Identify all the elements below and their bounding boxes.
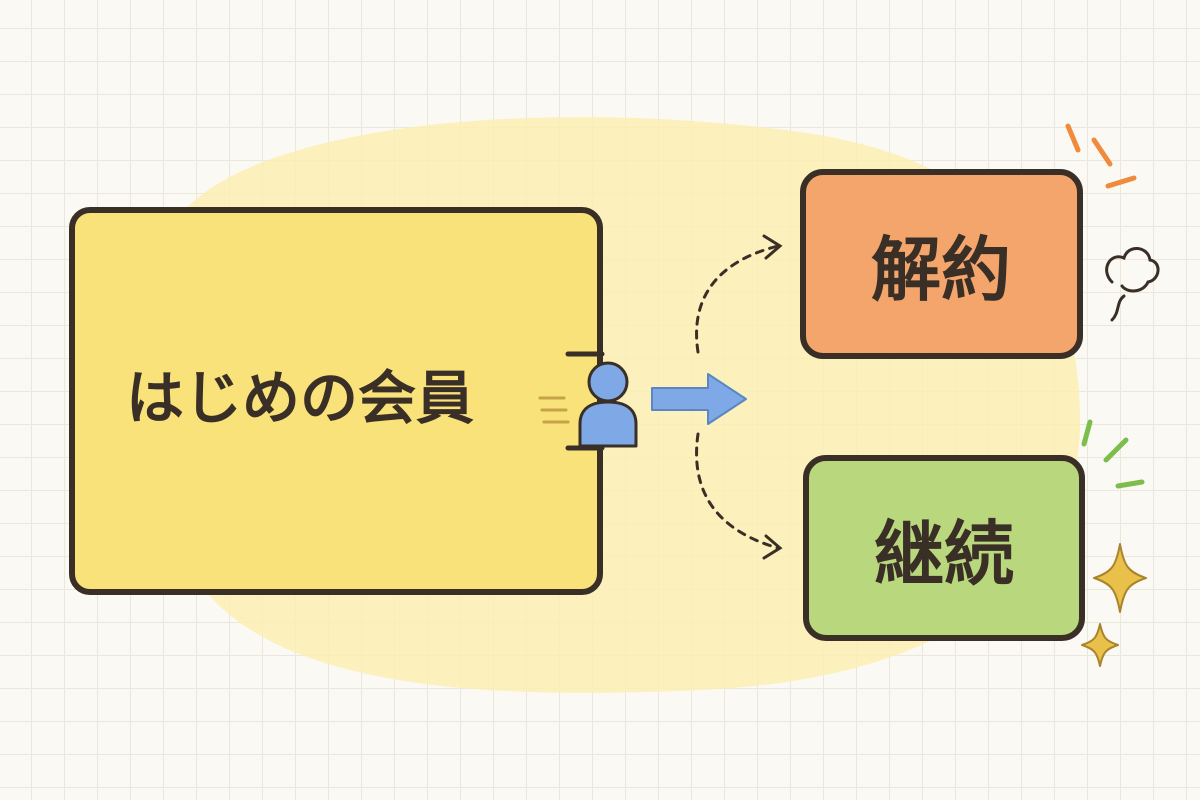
source-box: はじめの会員: [69, 207, 603, 595]
orange-spark-icon: [1065, 123, 1137, 189]
person-icon: [578, 361, 638, 448]
outcome-cancel-label: 解約: [871, 229, 1011, 311]
branch-arrow-up-head: [762, 234, 783, 260]
green-spark-icon: [1081, 419, 1145, 489]
outcome-cancel-box: 解約: [800, 169, 1083, 359]
branch-arrow-down: [695, 432, 780, 550]
outcome-continue-box: 継続: [803, 455, 1085, 641]
source-box-label: はじめの会員: [126, 364, 474, 432]
outcome-continue-label: 継続: [874, 513, 1014, 595]
motion-lines: [538, 396, 570, 424]
sparkle-icon: [1081, 543, 1147, 667]
right-arrow-icon: [651, 373, 747, 425]
branch-arrows: [695, 234, 783, 560]
steam-puff-icon: [1105, 247, 1160, 322]
branch-arrow-down-head: [762, 534, 783, 560]
box-exit-marks: [565, 351, 605, 451]
branch-arrow-up: [695, 244, 780, 354]
